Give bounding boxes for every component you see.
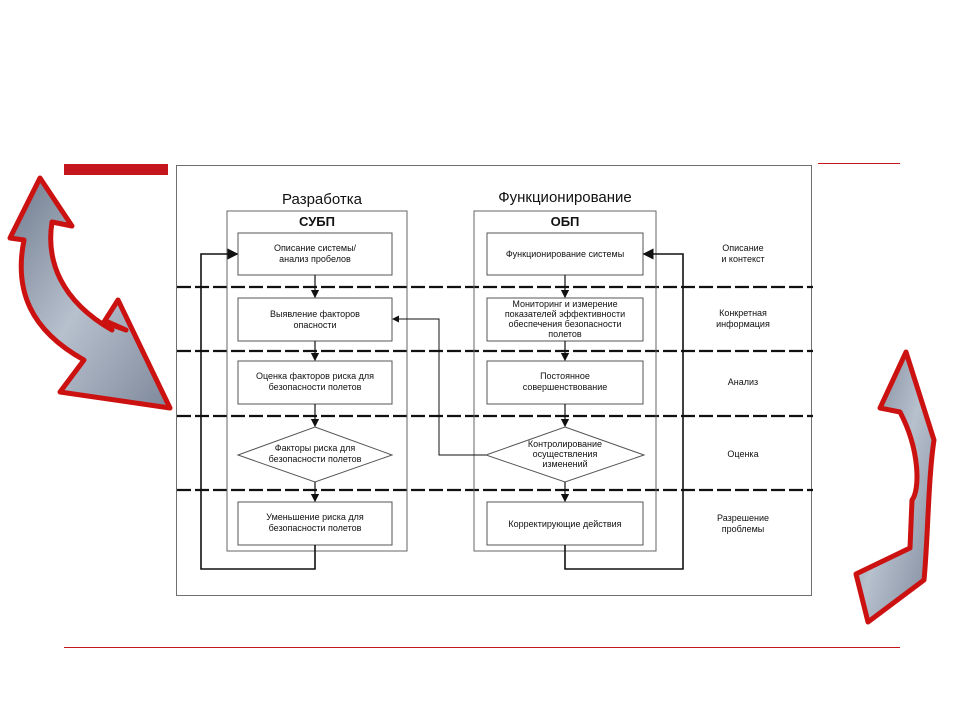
left-column-subtitle: СУБП bbox=[299, 214, 335, 229]
right-loop-arrow bbox=[564, 248, 684, 570]
svg-text:Постоянное: Постоянное bbox=[540, 371, 590, 381]
svg-text:Уменьшение риска для: Уменьшение риска для bbox=[266, 512, 364, 522]
svg-text:безопасности полетов: безопасности полетов bbox=[269, 454, 362, 464]
right-column-title: Функционирование bbox=[498, 189, 632, 206]
stage-label-resolution: Разрешение bbox=[717, 513, 769, 523]
right-diamond-change-management: Контролирование осуществления изменений bbox=[484, 426, 646, 483]
left-loop-arrow bbox=[200, 248, 316, 570]
accent-red-line-bottom bbox=[64, 647, 900, 648]
diagram-canvas: Разработка Функционирование СУБП ОБП Опи… bbox=[177, 189, 813, 570]
svg-text:обеспечения безопасности: обеспечения безопасности bbox=[508, 319, 621, 329]
right-box-monitoring: Мониторинг и измерение показателей эффек… bbox=[486, 297, 644, 342]
right-box-continuous-improvement: Постоянное совершенствование bbox=[486, 360, 644, 405]
right-box-system-operation: Функционирование системы bbox=[486, 232, 644, 276]
stage-label-info-2: информация bbox=[716, 319, 770, 329]
stage-label-description: Описание bbox=[722, 243, 763, 253]
stage-label-resolution-2: проблемы bbox=[722, 524, 765, 534]
svg-text:Мониторинг и измерение: Мониторинг и измерение bbox=[512, 299, 617, 309]
svg-text:опасности: опасности bbox=[293, 320, 336, 330]
cross-link-arrow bbox=[392, 315, 486, 456]
svg-text:Выявление факторов: Выявление факторов bbox=[270, 309, 360, 319]
stage-labels: Описание и контекст Конкретная информаци… bbox=[716, 243, 770, 534]
left-column-title: Разработка bbox=[282, 191, 363, 208]
svg-text:Контролирование: Контролирование bbox=[528, 439, 602, 449]
svg-text:Описание системы/: Описание системы/ bbox=[274, 243, 357, 253]
left-box-risk-assessment: Оценка факторов риска для безопасности п… bbox=[237, 360, 393, 405]
right-box-corrective-actions: Корректирующие действия bbox=[486, 501, 644, 546]
left-box-hazard-identification: Выявление факторов опасности bbox=[237, 297, 393, 342]
stage-label-info: Конкретная bbox=[719, 308, 767, 318]
accent-red-bar bbox=[64, 164, 168, 175]
stage-label-assessment: Оценка bbox=[727, 449, 758, 459]
left-diamond-risk-factors: Факторы риска для безопасности полетов bbox=[236, 426, 394, 483]
curved-arrow-up-icon bbox=[853, 349, 937, 625]
svg-text:изменений: изменений bbox=[542, 459, 587, 469]
accent-red-line-top bbox=[818, 163, 900, 164]
svg-text:анализ пробелов: анализ пробелов bbox=[279, 254, 351, 264]
diagram-frame: Разработка Функционирование СУБП ОБП Опи… bbox=[176, 165, 813, 596]
svg-text:показателей эффективности: показателей эффективности bbox=[505, 309, 625, 319]
right-column-subtitle: ОБП bbox=[551, 214, 580, 229]
svg-text:Факторы риска для: Факторы риска для bbox=[275, 443, 356, 453]
stage-label-description-2: и контекст bbox=[721, 254, 764, 264]
left-box-risk-mitigation: Уменьшение риска для безопасности полето… bbox=[237, 501, 393, 546]
left-column-frame bbox=[226, 210, 408, 552]
svg-text:безопасности полетов: безопасности полетов bbox=[269, 523, 362, 533]
svg-text:Корректирующие действия: Корректирующие действия bbox=[508, 519, 621, 529]
svg-text:осуществления: осуществления bbox=[533, 449, 598, 459]
svg-text:Функционирование системы: Функционирование системы bbox=[506, 249, 624, 259]
svg-text:безопасности полетов: безопасности полетов bbox=[269, 382, 362, 392]
left-box-system-description: Описание системы/ анализ пробелов bbox=[237, 232, 393, 276]
svg-text:совершенствование: совершенствование bbox=[523, 382, 608, 392]
svg-text:Оценка факторов риска для: Оценка факторов риска для bbox=[256, 371, 374, 381]
svg-text:полетов: полетов bbox=[548, 329, 582, 339]
stage-label-analysis: Анализ bbox=[728, 377, 758, 387]
